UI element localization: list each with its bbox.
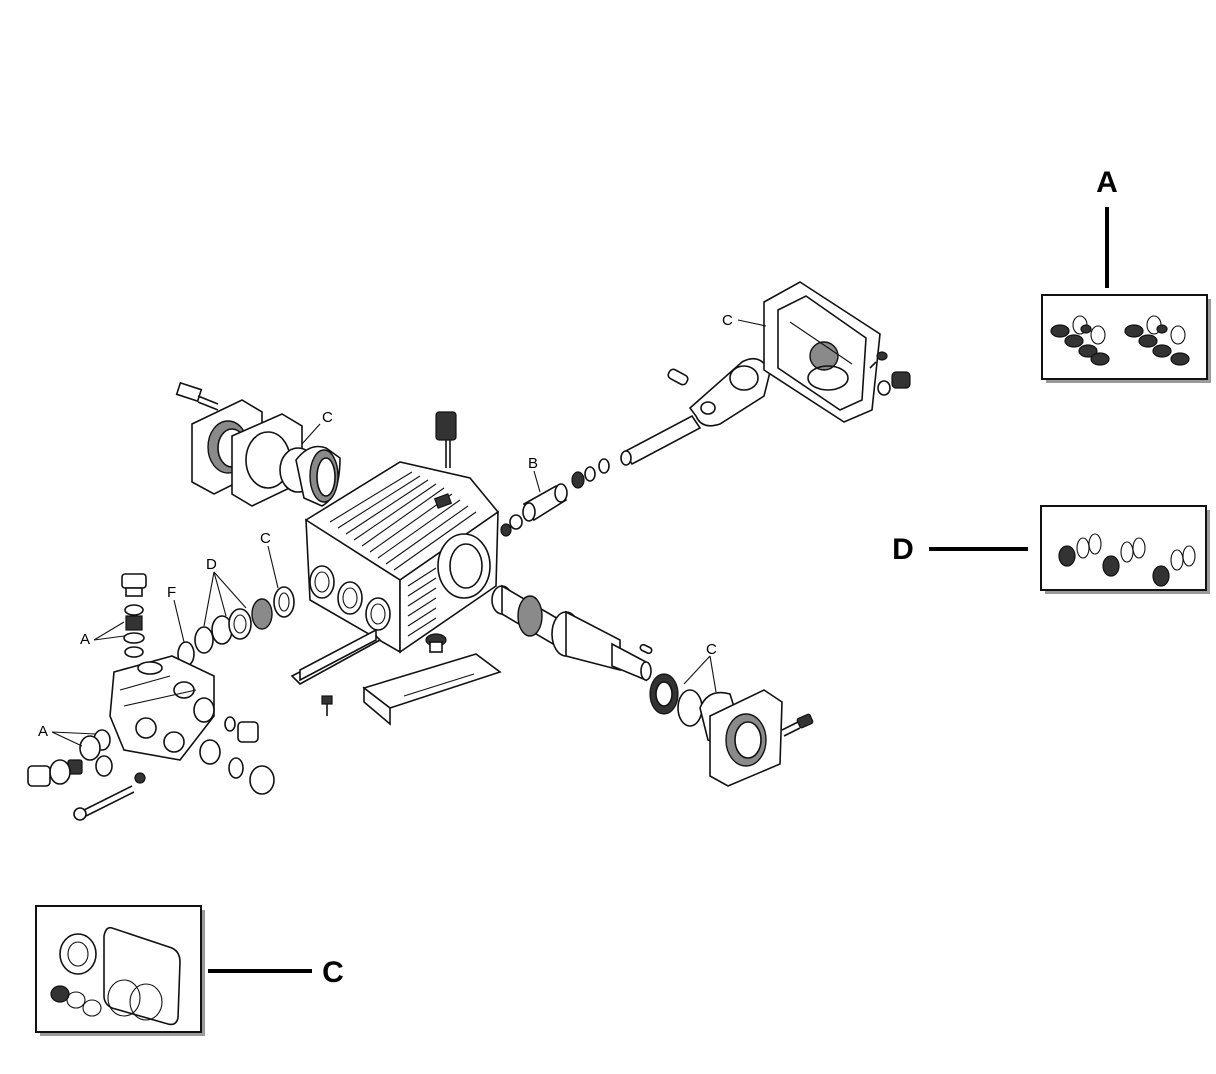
kit-c-box — [35, 905, 202, 1033]
connecting-rod-assembly — [620, 357, 771, 466]
label-c-bearing: C — [706, 641, 717, 658]
label-a-lower: A — [38, 723, 48, 740]
label-c-crankcase: C — [260, 530, 271, 547]
kit-a-valve-parts-icon — [1050, 315, 1190, 366]
kit-c-label: C — [322, 956, 344, 989]
kit-a-label: A — [1096, 166, 1118, 199]
cover-bolt — [175, 381, 219, 411]
label-a-upper: A — [80, 631, 90, 648]
oil-breather-cap — [435, 411, 457, 468]
label-c-left-flange: C — [322, 409, 333, 426]
plunger-assembly: B — [500, 455, 610, 537]
plunger-rod — [622, 414, 702, 466]
rear-cover-assembly: C — [722, 281, 911, 423]
mounting-rails — [290, 628, 502, 726]
kit-d-label: D — [892, 533, 914, 566]
left-bearing-cover-assembly: C — [175, 381, 341, 507]
kit-c-callout: C — [35, 905, 344, 1036]
con-rod-body — [688, 357, 771, 427]
crankshaft — [491, 584, 653, 682]
kit-d-seal-parts-icon — [1058, 533, 1196, 587]
kit-c-oil-seal-gasket-icon — [50, 926, 181, 1026]
kit-d-callout: D — [892, 505, 1210, 594]
right-bearing-cover-assembly: C — [649, 641, 814, 787]
kit-a-callout: A — [1041, 166, 1211, 383]
label-f: F — [167, 584, 176, 601]
manifold-seal-stack: F D C A — [27, 530, 295, 821]
crankcase-housing — [304, 411, 500, 654]
label-c-cover: C — [722, 312, 733, 329]
label-b: B — [528, 455, 538, 472]
manifold-bolt — [73, 772, 146, 821]
label-d: D — [206, 556, 217, 573]
